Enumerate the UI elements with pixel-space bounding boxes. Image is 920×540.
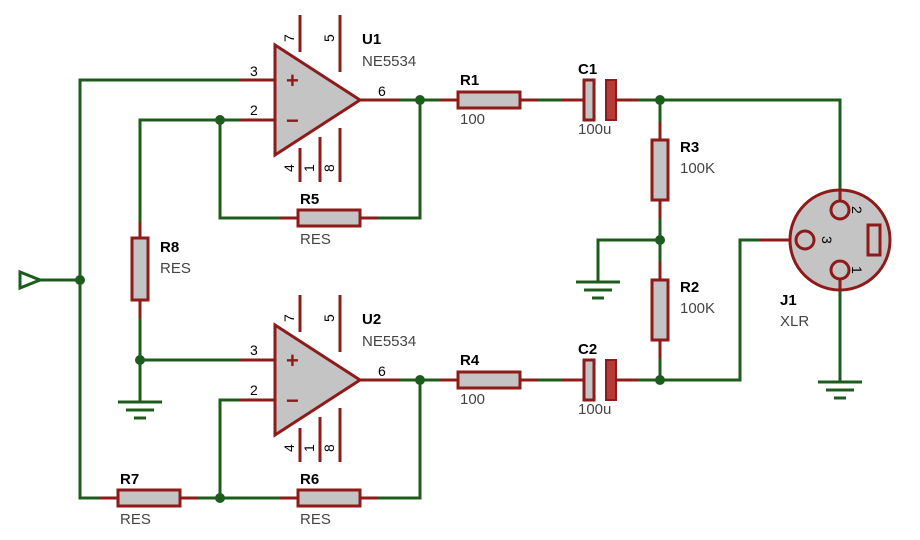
pin-number: 5 — [321, 314, 337, 322]
junction-dot — [655, 375, 665, 385]
xlr-pin-circle — [829, 259, 851, 281]
junction-dot — [415, 95, 425, 105]
xlr-connector-j1: 2 3 1 J1 XLR — [760, 188, 892, 330]
pin-number: 4 — [281, 164, 297, 172]
resistor-body — [650, 278, 670, 342]
pin-number: 7 — [281, 314, 297, 322]
opamp-triangle — [273, 322, 363, 438]
component-ref: R6 — [300, 471, 319, 488]
pin-number: 8 — [321, 164, 337, 172]
opamp-u2: + − 3 2 6 7 5 4 1 8 U2 NE5534 — [240, 295, 416, 462]
xlr-pin-circle — [794, 229, 816, 251]
component-value: 100u — [578, 121, 611, 138]
wires — [38, 78, 842, 500]
plus-sign: + — [286, 348, 299, 373]
resistor-body — [296, 208, 362, 228]
component-ref: U1 — [362, 31, 381, 48]
junction-dot — [215, 493, 225, 503]
pin-number: 3 — [250, 63, 258, 79]
junction-dot — [655, 235, 665, 245]
pin-number: 8 — [321, 444, 337, 452]
component-value: 100 — [460, 111, 485, 128]
ground-symbol — [576, 280, 620, 300]
ground-symbol — [118, 398, 162, 420]
component-ref: R5 — [300, 191, 319, 208]
pin-number: 2 — [849, 206, 865, 214]
resistor-body — [130, 236, 150, 302]
pin-number: 1 — [301, 164, 317, 172]
component-ref: C1 — [578, 61, 597, 78]
resistor-r8: R8 RES — [130, 222, 191, 318]
pin-number: 1 — [301, 444, 317, 452]
component-value: NE5534 — [362, 53, 416, 70]
component-ref: R4 — [460, 352, 480, 369]
minus-sign: − — [286, 388, 299, 413]
pin-number: 3 — [250, 342, 258, 358]
component-value: XLR — [780, 313, 809, 330]
resistor-body — [456, 90, 522, 110]
component-value: RES — [160, 260, 191, 277]
component-ref: C2 — [578, 341, 597, 358]
pin-number: 5 — [321, 34, 337, 42]
capacitor-plate — [582, 358, 596, 402]
capacitor-plate — [605, 359, 617, 401]
xlr-pin-circle — [829, 199, 851, 221]
junction-dot — [135, 355, 145, 365]
component-ref: R8 — [160, 239, 179, 256]
pin-number: 2 — [250, 102, 258, 118]
junction-dot — [75, 275, 85, 285]
component-ref: R2 — [680, 279, 699, 296]
pin-number: 3 — [819, 236, 835, 244]
component-value: RES — [300, 231, 331, 248]
ground-symbol — [818, 380, 862, 400]
capacitor-c2: C2 100u — [562, 341, 638, 418]
resistor-body — [650, 138, 670, 202]
resistor-body — [296, 488, 362, 508]
component-ref: U2 — [362, 311, 381, 328]
pin-number: 2 — [250, 382, 258, 398]
component-value: NE5534 — [362, 333, 416, 350]
resistor-r3: R3 100K — [650, 122, 715, 218]
capacitor-plate — [605, 79, 617, 121]
component-value: 100K — [680, 160, 715, 177]
opamp-u1: + − 3 2 6 7 5 4 1 8 U1 NE5534 — [240, 15, 416, 182]
resistor-r6: R6 RES — [280, 471, 378, 528]
junctions — [75, 95, 665, 503]
component-value: 100u — [578, 401, 611, 418]
resistor-r1: R1 100 — [440, 72, 538, 128]
component-ref: R1 — [460, 72, 479, 89]
plus-sign: + — [286, 68, 299, 93]
resistor-r2: R2 100K — [650, 262, 715, 358]
resistor-r7: R7 RES — [100, 471, 198, 528]
pin-number: 6 — [378, 83, 386, 99]
capacitor-c1: C1 100u — [562, 61, 638, 138]
component-ref: R7 — [120, 471, 139, 488]
component-value: 100K — [680, 300, 715, 317]
component-ref: J1 — [780, 292, 797, 309]
xlr-key-slot — [866, 223, 882, 257]
junction-dot — [415, 375, 425, 385]
component-value: RES — [120, 511, 151, 528]
pin-number: 7 — [281, 34, 297, 42]
capacitor-plate — [582, 78, 596, 122]
pin-number: 4 — [281, 444, 297, 452]
pin-number: 6 — [378, 363, 386, 379]
resistor-body — [116, 488, 182, 508]
component-ref: R3 — [680, 139, 699, 156]
junction-dot — [215, 115, 225, 125]
opamp-triangle — [273, 42, 363, 158]
input-port-icon — [18, 269, 45, 291]
resistor-r5: R5 RES — [280, 191, 378, 248]
component-value: RES — [300, 511, 331, 528]
component-value: 100 — [460, 391, 485, 408]
resistor-r4: R4 100 — [440, 352, 538, 408]
pin-number: 1 — [849, 266, 865, 274]
resistor-body — [456, 370, 522, 390]
junction-dot — [655, 95, 665, 105]
minus-sign: − — [286, 108, 299, 133]
